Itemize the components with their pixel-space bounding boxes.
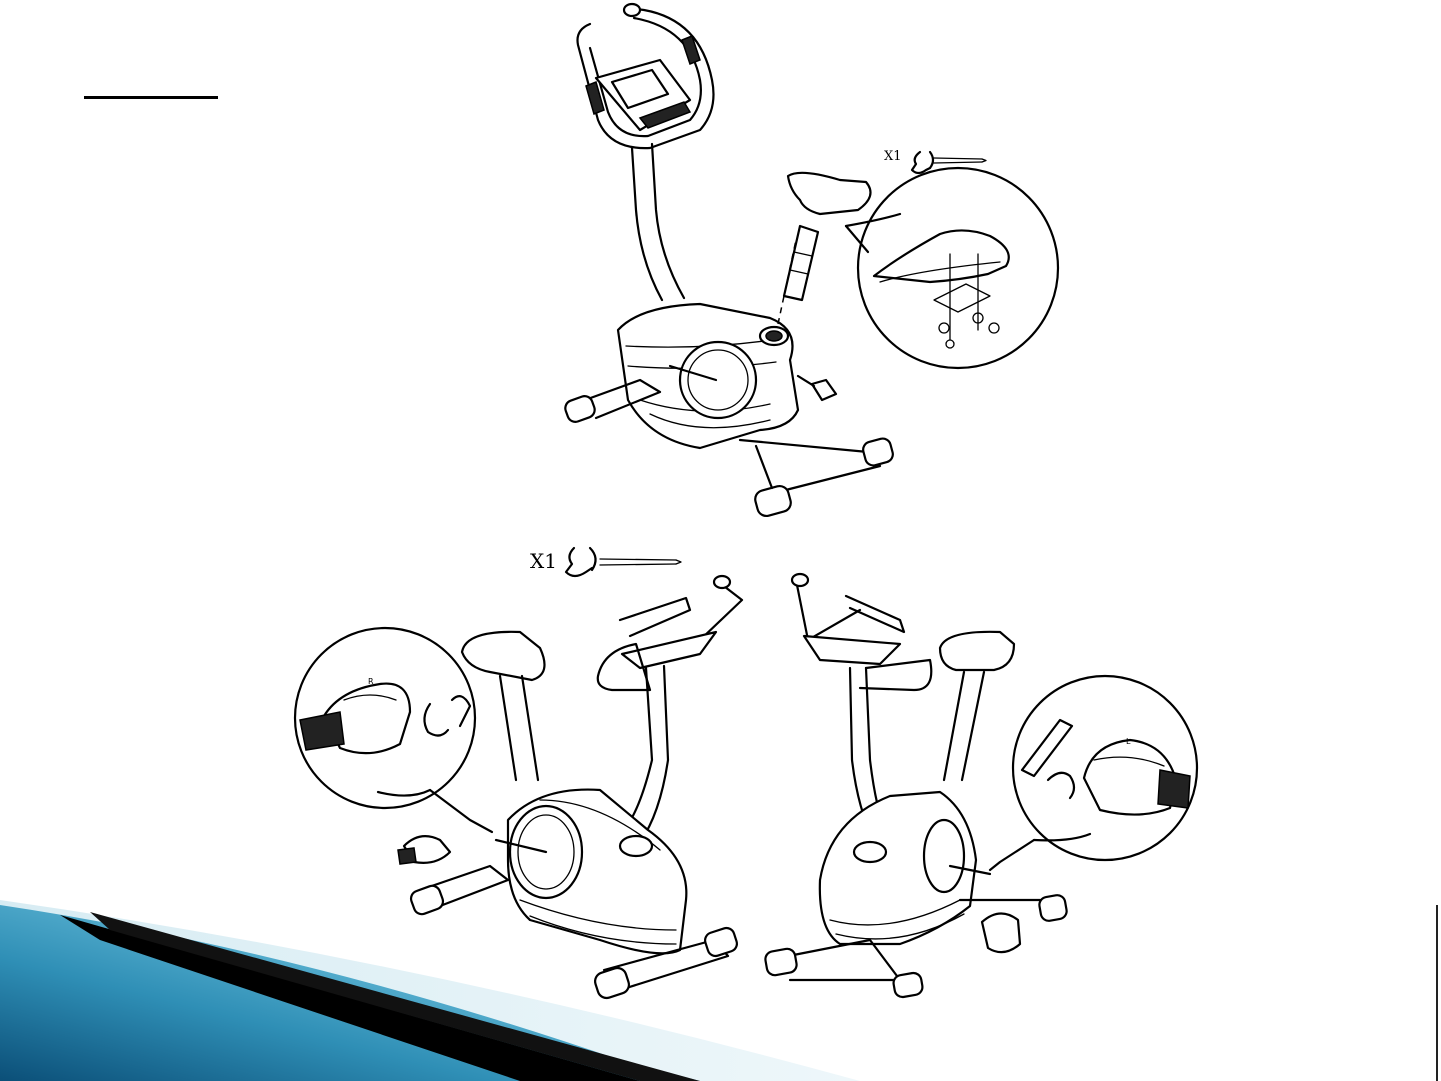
- pedal-side-mark-right: R: [368, 677, 374, 686]
- corner-swoosh-decoration: [0, 900, 860, 1081]
- pedal-side-mark-left: L: [1126, 737, 1131, 746]
- top-bike-illustration: [563, 4, 895, 518]
- bottom-right-bike-illustration: [764, 574, 1068, 998]
- allen-wrench-icon: [566, 548, 681, 576]
- seat-mounting-detail: [846, 168, 1058, 368]
- right-pedal-detail: R: [295, 628, 492, 832]
- left-pedal-detail: L: [990, 676, 1197, 870]
- bottom-left-bike-illustration: [398, 576, 742, 1000]
- right-edge-rule: [1436, 905, 1438, 1081]
